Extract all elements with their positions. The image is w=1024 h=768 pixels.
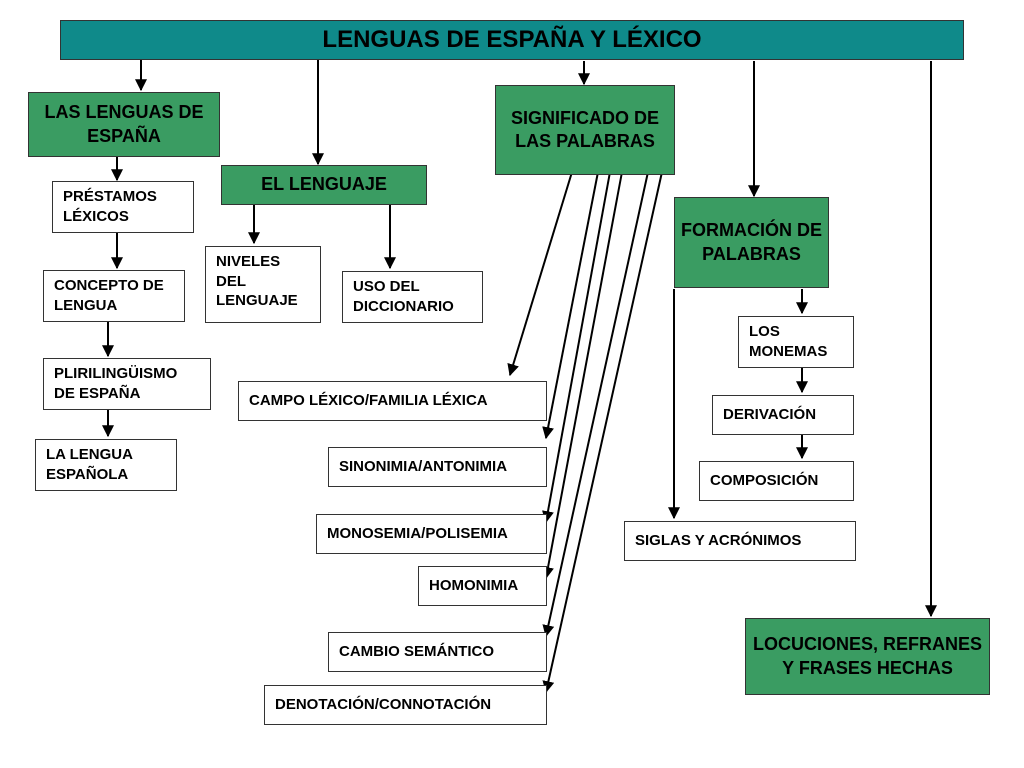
diagram-title: LENGUAS DE ESPAÑA Y LÉXICO (60, 20, 964, 60)
node-plirilinguismo: PLIRILINGÜISMO DE ESPAÑA (43, 358, 211, 410)
node-derivacion: DERIVACIÓN (712, 395, 854, 435)
node-las-lenguas: LAS LENGUAS DE ESPAÑA (28, 92, 220, 157)
node-la-lengua-espanola: LA LENGUA ESPAÑOLA (35, 439, 177, 491)
node-locuciones: LOCUCIONES, REFRANES Y FRASES HECHAS (745, 618, 990, 695)
node-los-monemas: LOS MONEMAS (738, 316, 854, 368)
diagram-title-text: LENGUAS DE ESPAÑA Y LÉXICO (322, 26, 702, 53)
node-campo-lexico: CAMPO LÉXICO/FAMILIA LÉXICA (238, 381, 547, 421)
node-denotacion: DENOTACIÓN/CONNOTACIÓN (264, 685, 547, 725)
node-composicion: COMPOSICIÓN (699, 461, 854, 501)
node-homonimia: HOMONIMIA (418, 566, 547, 606)
node-niveles-del-lenguaje: NIVELES DEL LENGUAJE (205, 246, 321, 323)
node-siglas: SIGLAS Y ACRÓNIMOS (624, 521, 856, 561)
node-uso-del-diccionario: USO DEL DICCIONARIO (342, 271, 483, 323)
node-significado: SIGNIFICADO DE LAS PALABRAS (495, 85, 675, 175)
node-prestamos-lexicos: PRÉSTAMOS LÉXICOS (52, 181, 194, 233)
node-concepto-de-lengua: CONCEPTO DE LENGUA (43, 270, 185, 322)
node-monosemia: MONOSEMIA/POLISEMIA (316, 514, 547, 554)
node-sinonimia: SINONIMIA/ANTONIMIA (328, 447, 547, 487)
node-cambio-semantico: CAMBIO SEMÁNTICO (328, 632, 547, 672)
node-el-lenguaje: EL LENGUAJE (221, 165, 427, 205)
node-formacion: FORMACIÓN DE PALABRAS (674, 197, 829, 288)
